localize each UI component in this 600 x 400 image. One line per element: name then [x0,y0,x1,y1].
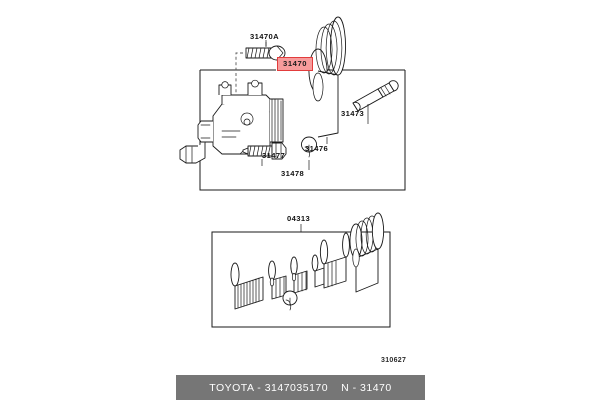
part-cylinder-body [179,79,284,164]
kit-part-piston [311,232,350,289]
part-31477-bleeder-screw [242,142,287,166]
part-label-31473: 31473 [341,109,365,118]
banner-left-text: TOYOTA - 3147035170 [209,381,329,394]
part-label-31478: 31478 [281,169,305,178]
kit-part-cap [282,290,298,311]
part-label-31476: 31476 [305,144,329,153]
banner-right-text: N - 31470 [341,381,392,394]
part-31473-push-rod [352,80,399,124]
kit-part-cup-2 [290,256,308,294]
part-label-31477: 31477 [262,151,286,160]
lower-group-box [211,224,391,328]
kit-part-boot [349,212,385,293]
part-label-31470-highlight[interactable]: 31470 [277,57,314,71]
parts-banner: TOYOTA - 3147035170 N - 31470 [176,375,425,400]
part-31476-boot [308,16,346,144]
part-label-04313: 04313 [287,214,311,223]
kit-part-cup-1 [268,260,287,300]
bolt-mounting-dashed-line [235,52,243,108]
part-label-31470a: 31470A [250,32,280,41]
kit-part-spring [230,262,264,310]
drawing-reference-code: 310627 [381,357,407,364]
part-31478-cap [301,136,317,170]
